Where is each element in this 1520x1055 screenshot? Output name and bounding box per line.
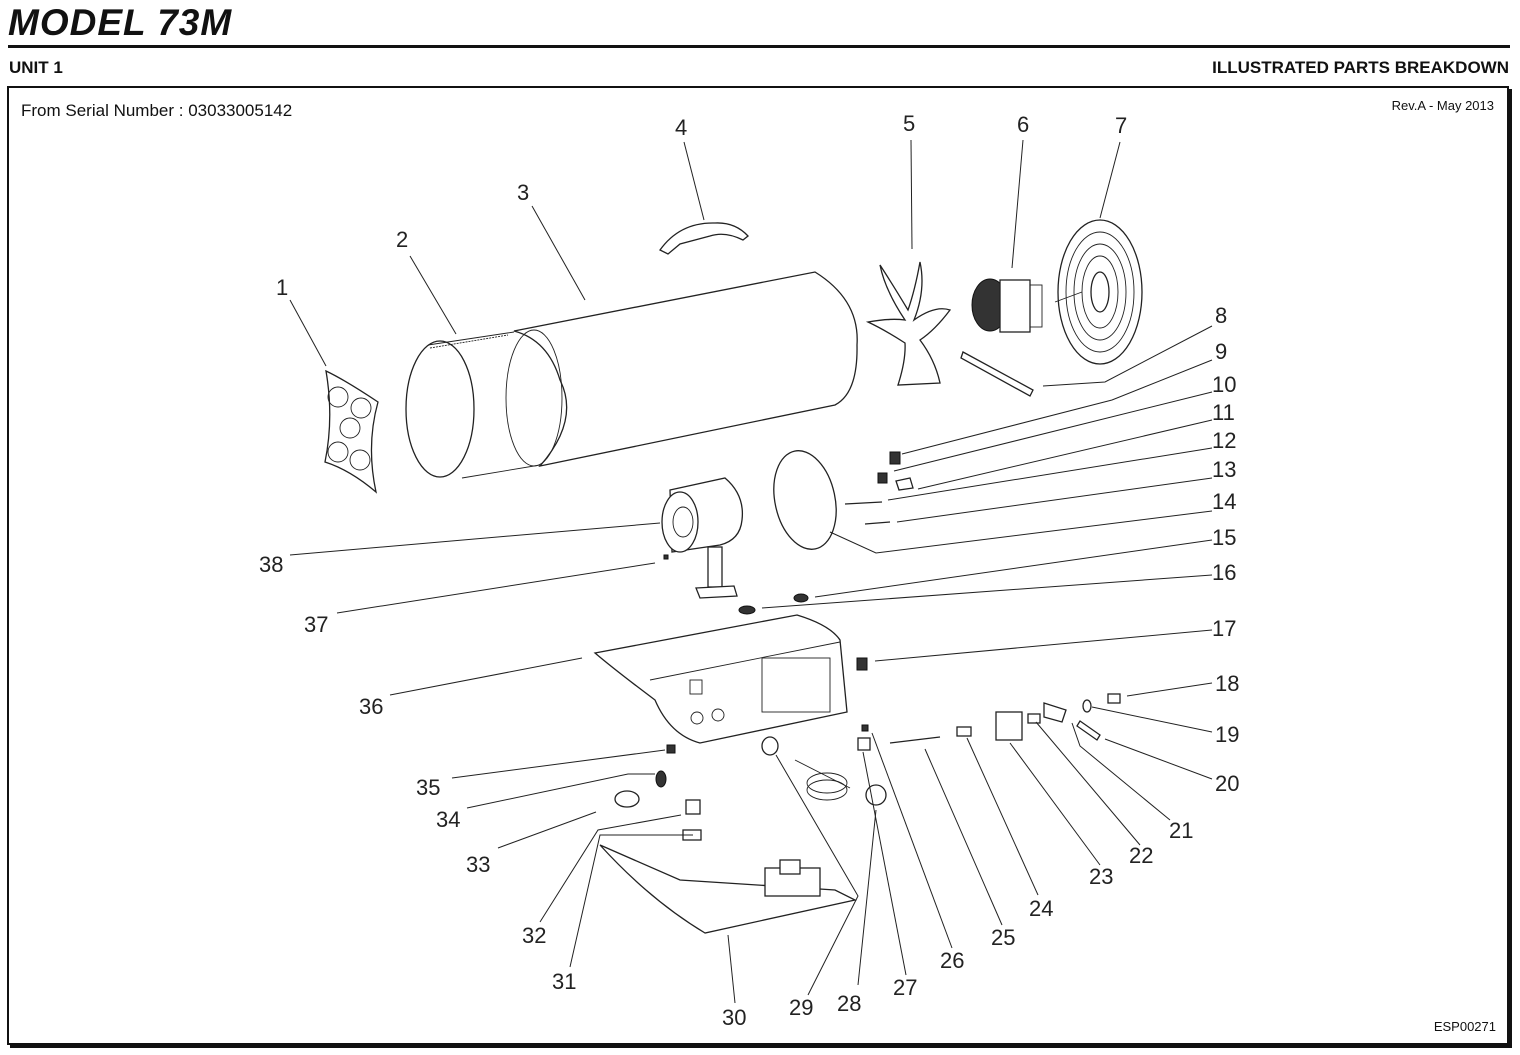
callout-28: 28: [837, 991, 861, 1016]
drawing-code: ESP00271: [1433, 1019, 1496, 1034]
revision-label: Rev.A - May 2013: [1391, 98, 1494, 113]
part-18-connector: [1107, 693, 1121, 704]
callout-2: 2: [396, 227, 408, 252]
part-motor: [971, 278, 1043, 333]
callout-7: 7: [1115, 113, 1127, 138]
callout-37: 37: [304, 612, 328, 637]
leader-lines: [289, 139, 1213, 1004]
part-rear-guard: [1054, 219, 1143, 365]
part-outer-shell: [505, 271, 858, 468]
callout-25: 25: [991, 925, 1015, 950]
callout-numbers: 1 2 3 4 5 6 7 8 9 10 11 12 13 14 15 16 1…: [259, 111, 1239, 1030]
model-title: MODEL 73M: [8, 2, 233, 43]
callout-20: 20: [1215, 771, 1239, 796]
callout-21: 21: [1169, 818, 1193, 843]
callout-3: 3: [517, 180, 529, 205]
part-motor-bracket: [960, 351, 1034, 397]
callout-29: 29: [789, 995, 813, 1020]
callout-26: 26: [940, 948, 964, 973]
part-17-nut: [856, 657, 868, 671]
part-small-burner-parts: [844, 451, 914, 525]
part-burner-disc: [773, 450, 837, 550]
part-handle: [659, 222, 749, 255]
part-switch: [685, 799, 701, 815]
callout-9: 9: [1215, 339, 1227, 364]
part-29-fitting: [761, 736, 779, 756]
callout-23: 23: [1089, 864, 1113, 889]
part-21-tee: [1043, 702, 1067, 723]
diagram-frame: [7, 86, 1509, 1045]
callout-24: 24: [1029, 896, 1053, 921]
callout-33: 33: [466, 852, 490, 877]
part-22-fitting: [1027, 713, 1041, 724]
callout-6: 6: [1017, 112, 1029, 137]
callout-27: 27: [893, 975, 917, 1000]
part-19-washer: [1082, 699, 1092, 713]
callout-18: 18: [1215, 671, 1239, 696]
callout-36: 36: [359, 694, 383, 719]
callout-34: 34: [436, 807, 460, 832]
part-control-housing: [593, 614, 848, 744]
part-burner-head: [661, 477, 744, 599]
callout-38: 38: [259, 552, 283, 577]
part-23-solenoid: [995, 711, 1023, 741]
part-grommet-small: [793, 593, 809, 603]
part-grommet: [738, 605, 756, 615]
unit-label: UNIT 1: [9, 58, 63, 77]
part-combustion-chamber: [405, 331, 541, 479]
part-clip: [666, 744, 676, 754]
callout-31: 31: [552, 969, 576, 994]
callout-13: 13: [1212, 457, 1236, 482]
callout-5: 5: [903, 111, 915, 136]
callout-19: 19: [1215, 722, 1239, 747]
part-base-tray: [599, 844, 857, 934]
serial-number: From Serial Number : 03033005142: [21, 101, 293, 120]
callout-17: 17: [1212, 616, 1236, 641]
callout-14: 14: [1212, 489, 1236, 514]
callout-10: 10: [1212, 372, 1236, 397]
part-bushing: [655, 770, 667, 788]
callout-15: 15: [1212, 525, 1236, 550]
part-thermostat: [794, 759, 887, 806]
callout-30: 30: [722, 1005, 746, 1030]
part-20-filter: [1076, 720, 1101, 741]
part-37-pin: [663, 554, 669, 560]
callout-22: 22: [1129, 843, 1153, 868]
callout-35: 35: [416, 775, 440, 800]
callout-8: 8: [1215, 303, 1227, 328]
part-27-nut: [861, 724, 869, 732]
callout-12: 12: [1212, 428, 1236, 453]
part-25-tube: [889, 736, 941, 744]
callout-4: 4: [675, 115, 687, 140]
part-26-elbow: [857, 737, 871, 751]
part-24-fitting: [956, 726, 972, 737]
callout-11: 11: [1212, 400, 1235, 425]
section-title: ILLUSTRATED PARTS BREAKDOWN: [1212, 58, 1509, 77]
callout-1: 1: [276, 275, 288, 300]
part-capacitor: [614, 790, 640, 808]
part-front-grille: [324, 369, 379, 494]
callout-32: 32: [522, 923, 546, 948]
part-fan-blade: [865, 261, 952, 386]
callout-16: 16: [1212, 560, 1236, 585]
title-divider: [8, 45, 1510, 48]
